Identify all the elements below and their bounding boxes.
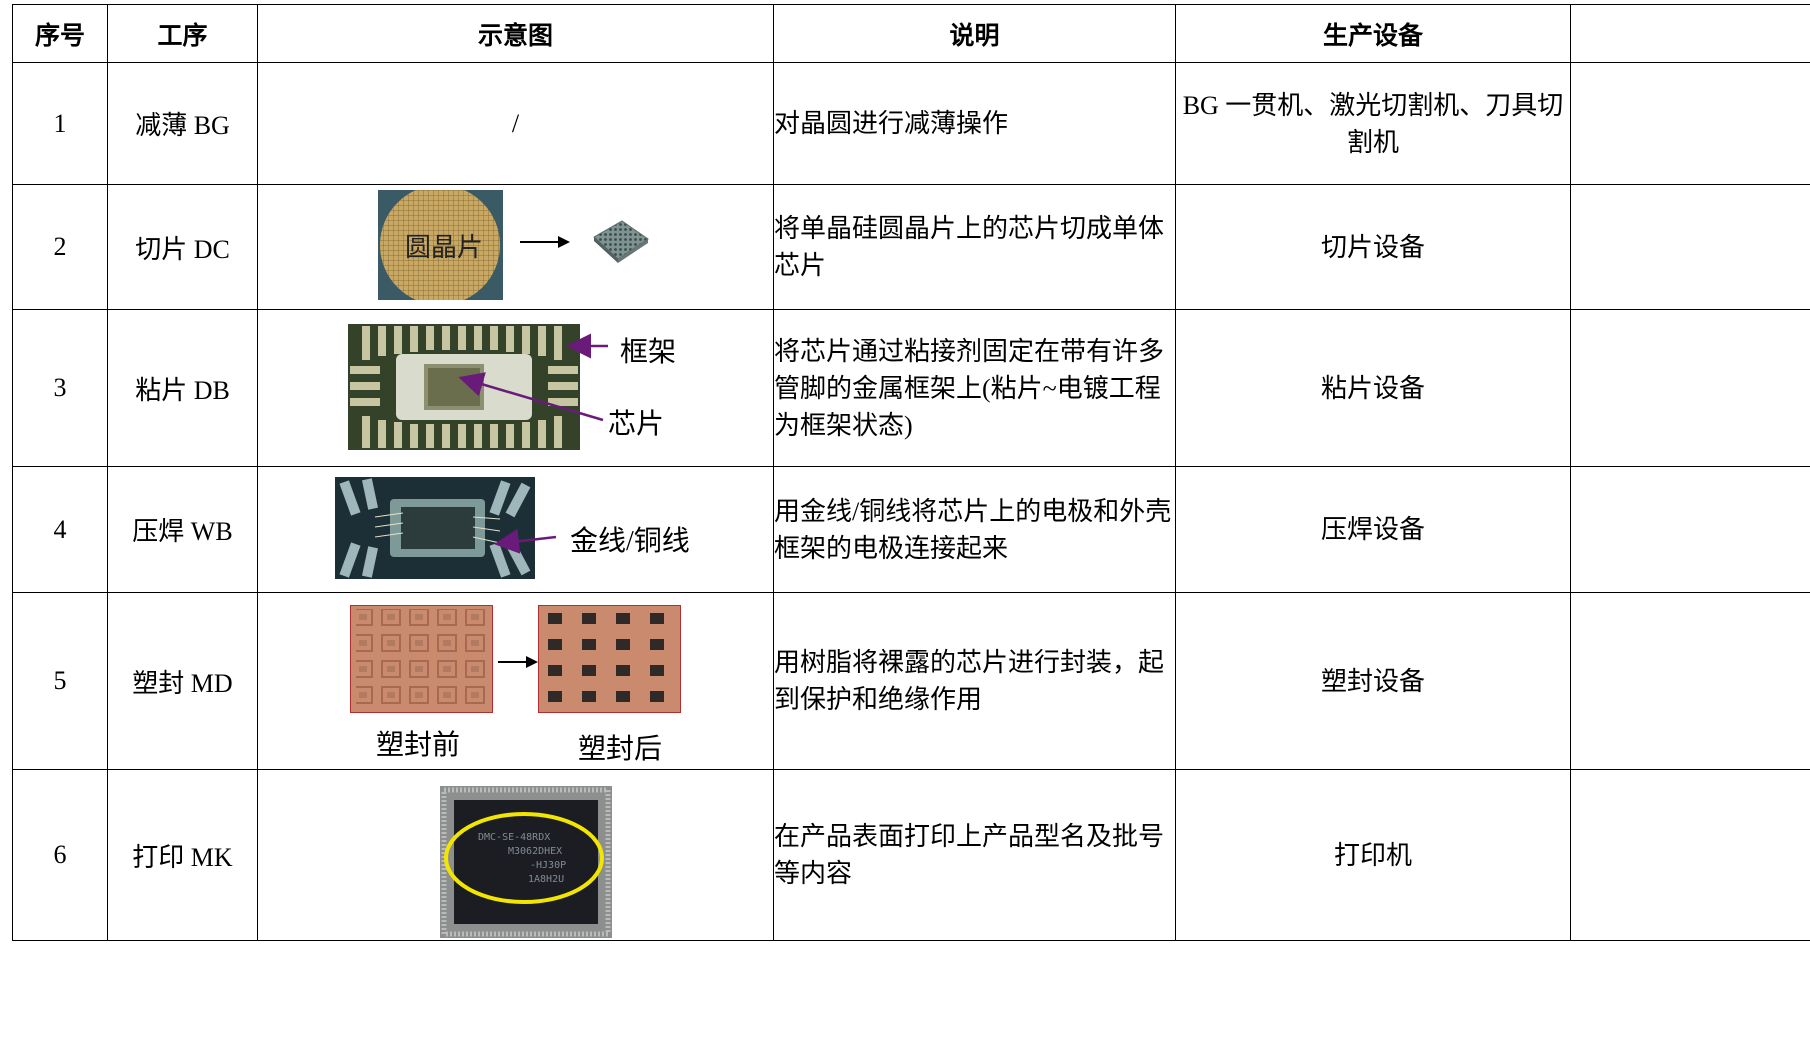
chip-label: 芯片 — [608, 409, 665, 440]
header-step: 工序 — [107, 4, 258, 63]
row-step: 塑封 MD — [107, 592, 258, 770]
row-no: 2 — [12, 184, 108, 310]
row-extra — [1570, 62, 1810, 185]
row-no: 5 — [12, 592, 108, 770]
row-extra — [1570, 769, 1810, 941]
arrow-lines — [494, 528, 557, 554]
row-figure: 金线/铜线 — [257, 466, 774, 593]
row-equipment: 塑封设备 — [1175, 592, 1571, 770]
row-figure: 框架 芯片 — [257, 309, 774, 467]
table-row: 6 打印 MK DMC-SE-48RDX M3062DHEX -HJ30P 1A… — [12, 769, 1810, 941]
single-chip-image — [593, 220, 649, 263]
wafer-label: 圆晶片 — [405, 233, 484, 262]
row-equipment: BG 一贯机、激光切割机、刀具切割机 — [1175, 62, 1571, 185]
table-row: 3 粘片 DB — [12, 309, 1810, 467]
arrow-icon — [520, 236, 570, 248]
process-table: 序号 工序 示意图 说明 生产设备 1 减薄 BG / 对晶圆进行减薄操作 BG… — [12, 4, 1810, 941]
frame-label: 框架 — [620, 337, 677, 368]
header-figure: 示意图 — [257, 4, 774, 63]
row-no: 3 — [12, 309, 108, 467]
row-no: 4 — [12, 466, 108, 593]
row-equipment: 切片设备 — [1175, 184, 1571, 310]
table-row: 2 切片 DC 圆晶片 — [12, 184, 1810, 310]
row-equipment: 粘片设备 — [1175, 309, 1571, 467]
row-equipment: 压焊设备 — [1175, 466, 1571, 593]
row-extra — [1570, 592, 1810, 770]
row-step: 切片 DC — [107, 184, 258, 310]
row-desc: 用金线/铜线将芯片上的电极和外壳框架的电极连接起来 — [773, 466, 1176, 593]
row-step: 粘片 DB — [107, 309, 258, 467]
row-figure: 圆晶片 — [257, 184, 774, 310]
row-extra — [1570, 466, 1810, 593]
marking-line: DMC-SE-48RDX — [478, 832, 550, 843]
header-desc: 说明 — [773, 4, 1176, 63]
row-extra — [1570, 184, 1810, 310]
marking-line: 1A8H2U — [528, 874, 564, 885]
row-extra — [1570, 309, 1810, 467]
table-row: 5 塑封 MD — [12, 592, 1810, 770]
row-equipment: 打印机 — [1175, 769, 1571, 941]
table-row: 4 压焊 WB — [12, 466, 1810, 593]
header-equipment: 生产设备 — [1175, 4, 1571, 63]
row-desc: 对晶圆进行减薄操作 — [773, 62, 1176, 185]
row-figure: / — [257, 62, 774, 185]
wafer-image — [378, 190, 503, 300]
header-no: 序号 — [12, 4, 108, 63]
leadframe-image — [348, 324, 580, 450]
marking-line: -HJ30P — [530, 860, 566, 871]
row-figure: 塑封前 塑封后 — [257, 592, 774, 770]
row-desc: 在产品表面打印上产品型名及批号等内容 — [773, 769, 1176, 941]
row-desc: 用树脂将裸露的芯片进行封装，起到保护和绝缘作用 — [773, 592, 1176, 770]
row-desc: 将单晶硅圆晶片上的芯片切成单体芯片 — [773, 184, 1176, 310]
header-extra — [1570, 4, 1810, 63]
table-row: 1 减薄 BG / 对晶圆进行减薄操作 BG 一贯机、激光切割机、刀具切割机 — [12, 62, 1810, 185]
marking-line: M3062DHEX — [508, 846, 562, 857]
marked-package-image: DMC-SE-48RDX M3062DHEX -HJ30P 1A8H2U — [440, 786, 612, 938]
row-step: 打印 MK — [107, 769, 258, 941]
row-step: 减薄 BG — [107, 62, 258, 185]
row-step: 压焊 WB — [107, 466, 258, 593]
arrow-icon — [498, 656, 538, 668]
wire-label: 金线/铜线 — [570, 526, 690, 557]
figure-placeholder: / — [511, 108, 520, 138]
row-figure: DMC-SE-48RDX M3062DHEX -HJ30P 1A8H2U — [257, 769, 774, 941]
after-label: 塑封后 — [578, 734, 663, 765]
wirebond-image — [335, 477, 535, 579]
table-header-row: 序号 工序 示意图 说明 生产设备 — [12, 4, 1810, 63]
row-desc: 将芯片通过粘接剂固定在带有许多管脚的金属框架上(粘片~电镀工程为框架状态) — [773, 309, 1176, 467]
before-mold-image — [350, 605, 493, 713]
before-label: 塑封前 — [376, 730, 461, 761]
row-no: 1 — [12, 62, 108, 185]
row-no: 6 — [12, 769, 108, 941]
after-mold-image — [538, 605, 681, 713]
arrow-lines — [458, 333, 608, 422]
